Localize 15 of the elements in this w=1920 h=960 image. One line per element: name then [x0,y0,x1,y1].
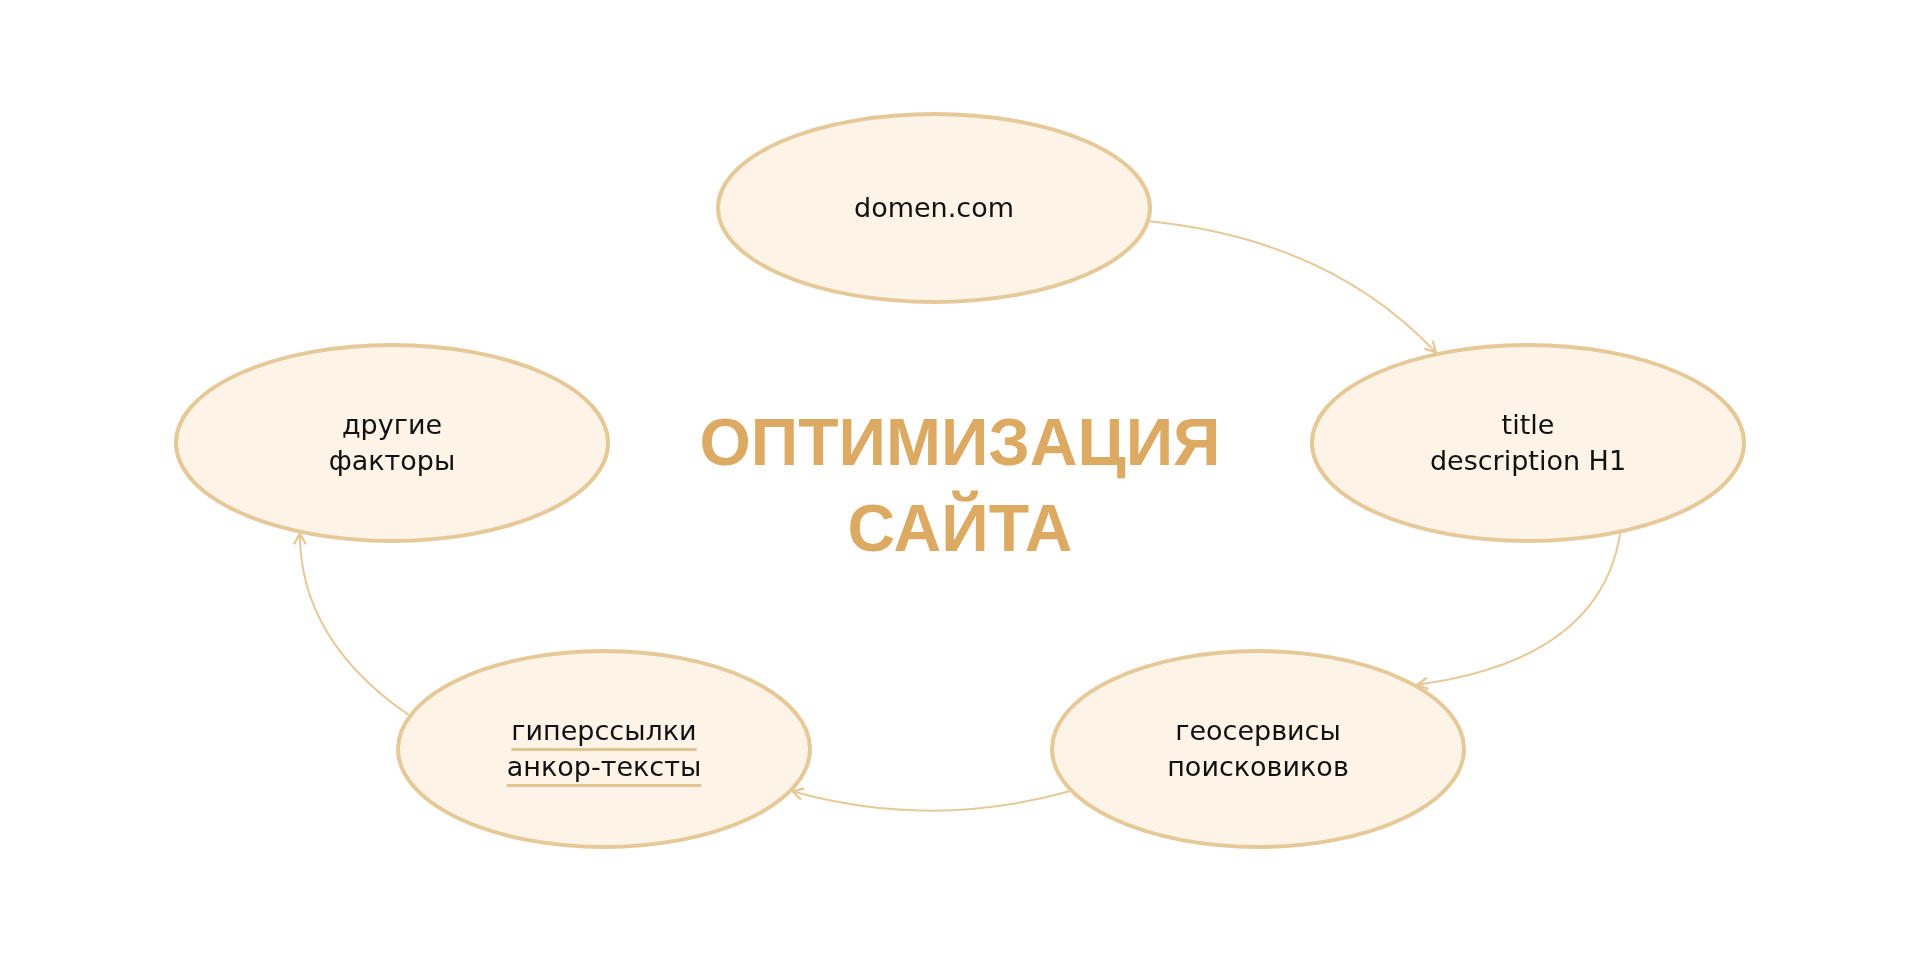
curved-arrow [791,787,1071,812]
ellipse-node [396,649,812,849]
ellipse-node [1310,343,1746,543]
ellipse-node [716,112,1152,304]
ellipse-node [1050,649,1466,849]
curved-arrow [293,532,410,716]
curved-arrow [1416,532,1622,690]
ellipse-node [174,343,610,543]
underlined-node-text: гиперссылки анкор-тексты [505,713,703,784]
node-text: геосервисы поисковиков [1166,713,1350,784]
node-text: title description H1 [1428,407,1628,478]
node-text: другие факторы [327,407,457,478]
node-text: domen.com [853,190,1015,225]
curved-arrow [1148,220,1438,354]
diagram-title: ОПТИМИЗАЦИЯ САЙТА [698,404,1222,567]
